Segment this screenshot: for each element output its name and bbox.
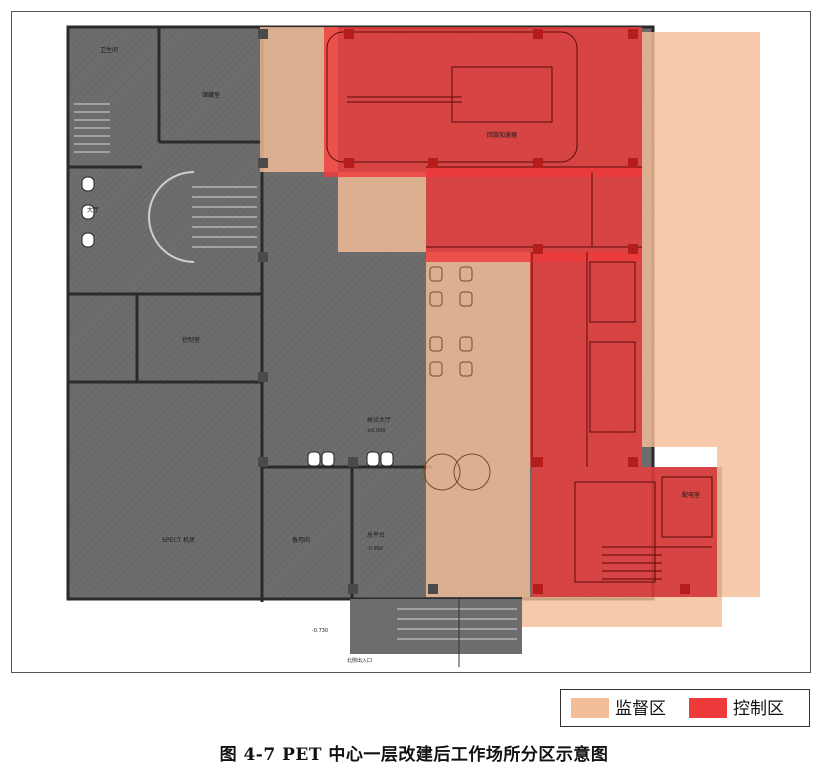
toilet-fixtures (81, 176, 95, 248)
legend-swatch-controlled (689, 698, 727, 718)
room-label: 候诊大厅 (367, 416, 391, 424)
room-label: 配电室 (682, 491, 700, 499)
elevation-main: ±0.000 (367, 428, 386, 434)
lobby-seats (307, 451, 394, 467)
entrance-stairs (350, 599, 522, 667)
figure-caption: 图 4-7 PET 中心一层改建后工作场所分区示意图 (219, 745, 609, 765)
floor-plan: 卫生间 储藏室 大厅 控制室 回旋加速器 备用间 SPECT 机房 配电室 候诊… (66, 25, 760, 667)
room-label: 回旋加速器 (487, 131, 517, 139)
stairs-right (602, 546, 662, 580)
room-labels: 卫生间 储藏室 大厅 控制室 回旋加速器 备用间 SPECT 机房 配电室 候诊… (87, 46, 700, 664)
floor-plan-frame: 卫生间 储藏室 大厅 控制室 回旋加速器 备用间 SPECT 机房 配电室 候诊… (11, 11, 811, 673)
legend-swatch-supervised (571, 698, 609, 718)
room-label: 卫生间 (100, 46, 118, 54)
room-label: 总平台 (367, 531, 385, 539)
elevation-platform: -0.950 (367, 546, 383, 552)
room-label: SPECT 机房 (162, 536, 195, 544)
waiting-seats (423, 266, 491, 491)
entrance-label: 北侧出入口 (347, 657, 372, 664)
stairs-left (74, 103, 110, 153)
room-label: 控制室 (182, 336, 200, 344)
legend-label-supervised: 监督区 (615, 699, 666, 719)
equipment-outlines (326, 31, 713, 583)
column-posts (344, 29, 690, 594)
supervised-zone (260, 27, 760, 627)
legend-label-controlled: 控制区 (733, 699, 784, 719)
column-posts-gray (258, 29, 438, 594)
legend: 监督区 控制区 (560, 689, 810, 727)
room-label: 备用间 (292, 536, 310, 544)
stairs-curved (148, 171, 257, 263)
room-label: 大厅 (87, 206, 99, 214)
room-label: 储藏室 (202, 91, 220, 99)
elevation-lower: -0.730 (312, 628, 328, 634)
